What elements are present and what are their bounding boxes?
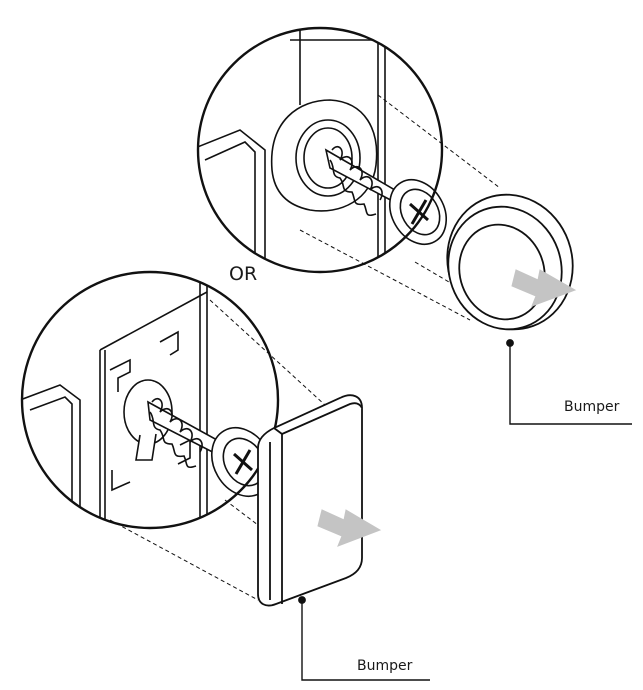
bottom-callout-leader — [298, 596, 430, 681]
bumper-label-bottom: Bumper — [357, 658, 413, 674]
top-callout-leader — [506, 339, 632, 425]
square-bumper-icon — [257, 394, 363, 607]
top-magnified-circle — [196, 26, 501, 321]
bumper-label-top: Bumper — [564, 399, 620, 415]
push-arrow-icon — [511, 269, 577, 307]
push-arrow-icon — [317, 509, 382, 547]
screw-icon — [324, 145, 448, 245]
bottom-magnified-circle — [20, 270, 326, 601]
round-bumper-icon — [446, 193, 574, 331]
or-label: OR — [229, 263, 258, 285]
